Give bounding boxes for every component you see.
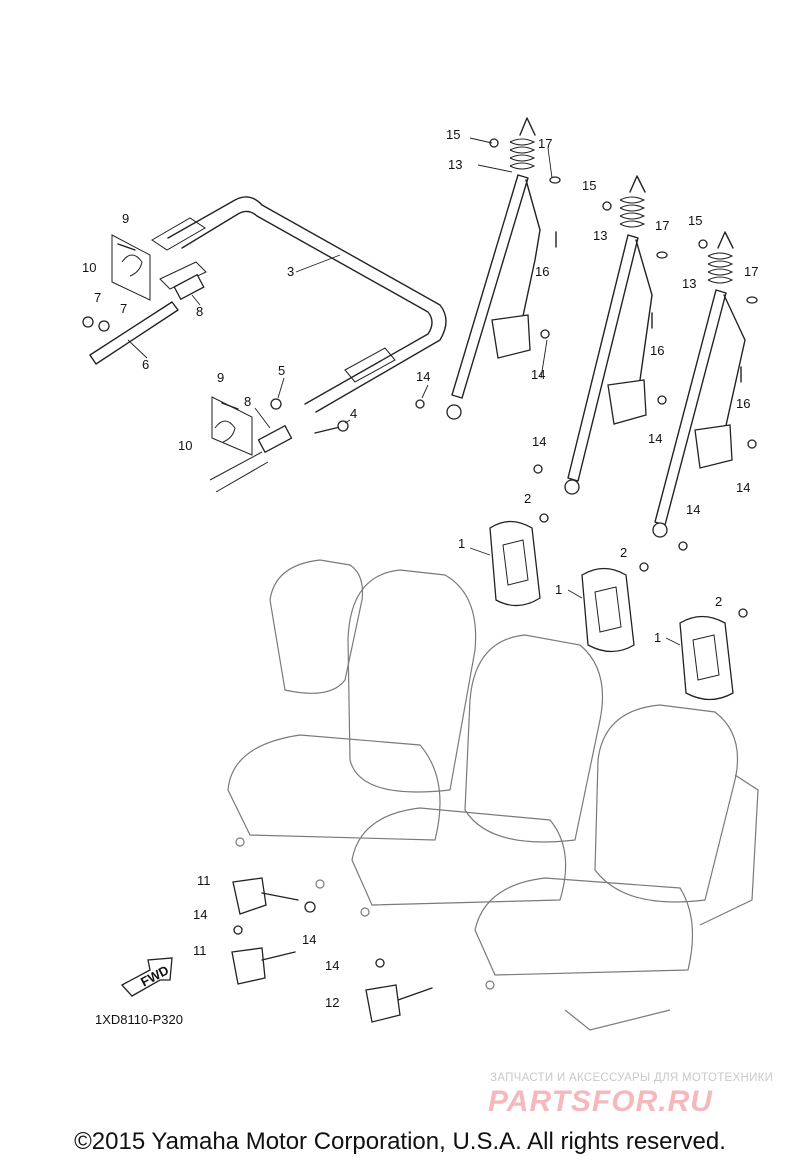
callout-1: 1	[654, 630, 661, 645]
buckles	[231, 877, 433, 1023]
callout-16: 16	[535, 264, 549, 279]
seat-belt-center	[533, 175, 668, 495]
callout-14: 14	[302, 932, 316, 947]
watermark-tagline: ЗАПЧАСТИ И АКСЕССУАРЫ ДЛЯ МОТОТЕХНИКИ	[490, 1072, 774, 1084]
callout-17: 17	[744, 264, 758, 279]
seat-belt-left	[415, 117, 561, 420]
callout-1: 1	[555, 582, 562, 597]
callout-7: 7	[94, 290, 101, 305]
callout-16: 16	[650, 343, 664, 358]
callout-16: 16	[736, 396, 750, 411]
callout-12: 12	[325, 995, 339, 1010]
callout-8: 8	[196, 304, 203, 319]
callout-6: 6	[142, 357, 149, 372]
seat-belt-right	[652, 231, 758, 551]
callout-14: 14	[648, 431, 662, 446]
callout-11: 11	[193, 943, 207, 958]
callout-8: 8	[244, 394, 251, 409]
callout-10: 10	[178, 438, 192, 453]
callout-14: 14	[532, 434, 546, 449]
callout-17: 17	[538, 136, 552, 151]
diagram-code: 1XD8110-P320	[95, 1012, 183, 1027]
callout-2: 2	[524, 491, 531, 506]
callout-13: 13	[682, 276, 696, 291]
seat-bench	[227, 559, 759, 1031]
callout-14: 14	[686, 502, 700, 517]
headrest-covers	[489, 513, 748, 701]
grab-bar-assembly	[82, 196, 447, 493]
callout-14: 14	[736, 480, 750, 495]
callout-1: 1	[458, 536, 465, 551]
callout-9: 9	[122, 211, 129, 226]
callout-15: 15	[582, 178, 596, 193]
fwd-arrow: FWD	[120, 957, 173, 997]
callout-3: 3	[287, 264, 294, 279]
callout-7: 7	[120, 301, 127, 316]
callout-15: 15	[446, 127, 460, 142]
callout-14: 14	[193, 907, 207, 922]
callout-13: 13	[448, 157, 462, 172]
copyright-notice: ©2015 Yamaha Motor Corporation, U.S.A. A…	[74, 1128, 726, 1155]
callout-13: 13	[593, 228, 607, 243]
callout-2: 2	[715, 594, 722, 609]
callout-9: 9	[217, 370, 224, 385]
callout-2: 2	[620, 545, 627, 560]
callout-labels: 1 1 1 2 2 2 3 4 5 6 7 7 8 8 9 9 10 10 11…	[82, 127, 758, 1010]
callout-14: 14	[531, 367, 545, 382]
callout-15: 15	[688, 213, 702, 228]
callout-14: 14	[325, 958, 339, 973]
leader-lines	[127, 137, 681, 646]
fwd-arrow-label: FWD	[138, 962, 171, 989]
callout-4: 4	[350, 406, 357, 421]
watermark-logo: PARTSFOR.RU	[488, 1085, 713, 1118]
callout-14: 14	[416, 369, 430, 384]
callout-10: 10	[82, 260, 96, 275]
callout-5: 5	[278, 363, 285, 378]
callout-17: 17	[655, 218, 669, 233]
callout-11: 11	[197, 873, 211, 888]
